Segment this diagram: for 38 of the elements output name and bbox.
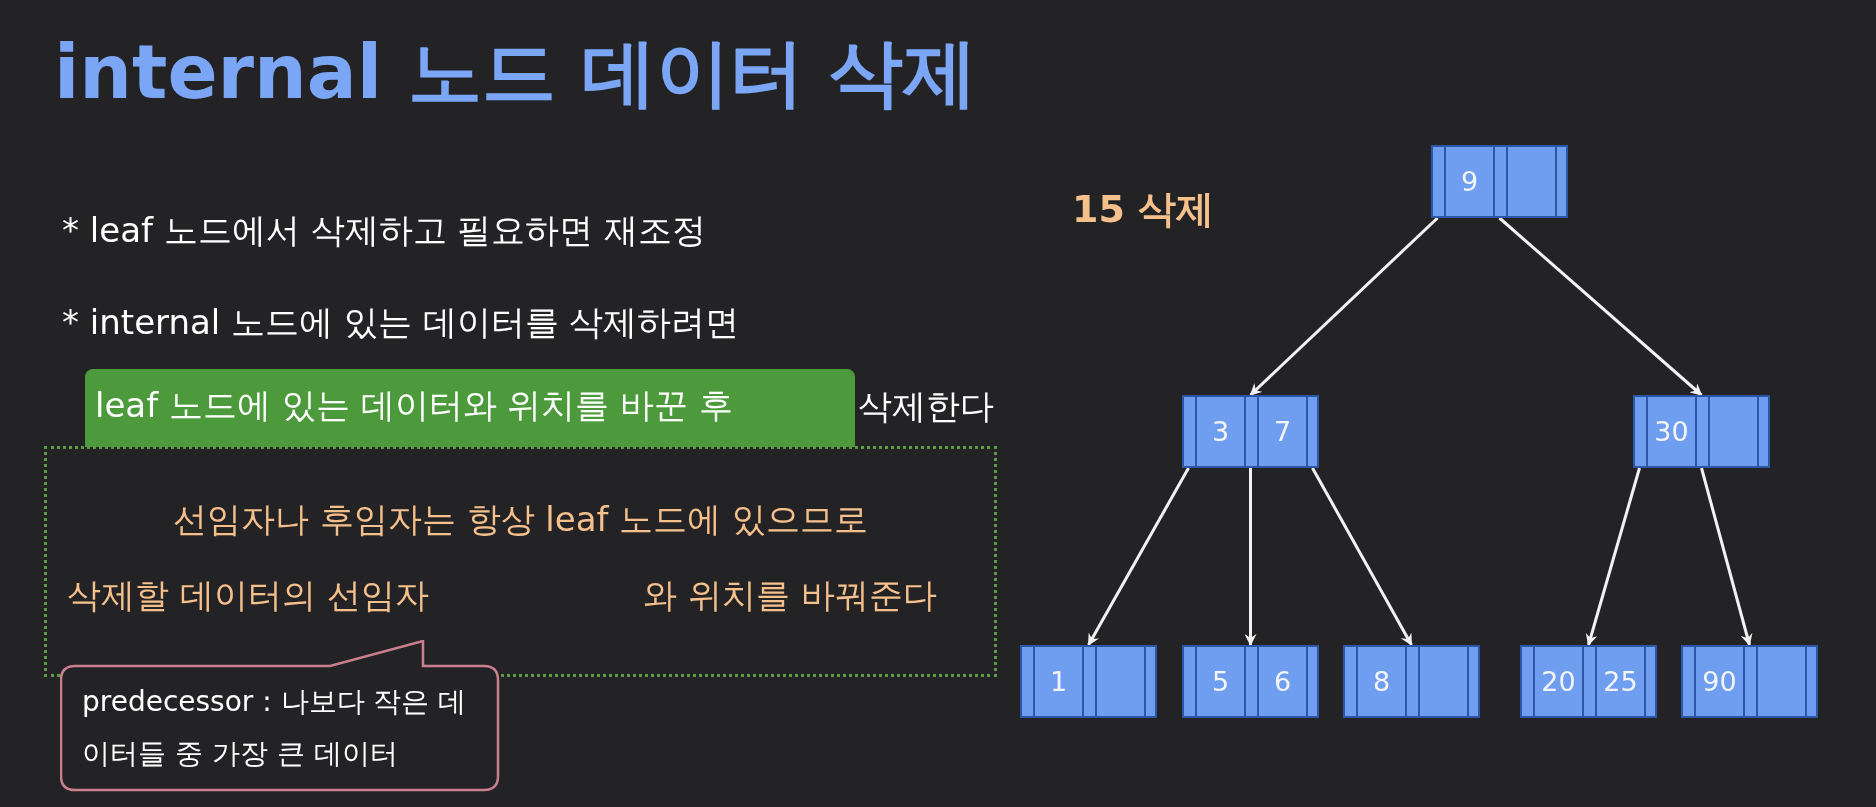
heading-note: 15 삭제 <box>1072 186 1215 233</box>
node-key: 3 <box>1211 418 1230 445</box>
highlight-text: leaf 노드에 있는 데이터와 위치를 바꾼 후 <box>95 384 733 427</box>
btree-node <box>1431 145 1568 218</box>
node-key: 90 <box>1702 668 1737 695</box>
title: internal 노드 데이터 삭제 <box>54 28 978 117</box>
arrow <box>1244 468 1257 646</box>
node-key: 7 <box>1273 418 1292 445</box>
btree-node <box>1633 395 1770 468</box>
node-key: 8 <box>1372 668 1391 695</box>
arrow <box>1700 467 1753 646</box>
highlight-box <box>85 369 855 447</box>
arrow <box>1087 467 1190 646</box>
bullet-text: 삭제한다 <box>858 385 994 428</box>
arrow <box>1249 216 1439 397</box>
node-key: 6 <box>1273 668 1292 695</box>
node-key: 25 <box>1603 668 1638 695</box>
btree-node <box>1182 645 1319 718</box>
btree-node <box>1681 645 1818 718</box>
btree-node <box>1182 395 1319 468</box>
arrow <box>1311 467 1413 646</box>
btree-node <box>1343 645 1480 718</box>
node-key: 5 <box>1211 668 1230 695</box>
note-text: 와 위치를 바꿔준다 <box>643 574 937 617</box>
note-text: 삭제할 데이터의 선임자 <box>67 574 429 617</box>
node-key: 20 <box>1541 668 1576 695</box>
note-text: 선임자나 후임자는 항상 leaf 노드에 있으므로 <box>171 498 870 541</box>
bullet-text: * internal 노드에 있는 데이터를 삭제하려면 <box>62 301 740 344</box>
node-key: 30 <box>1654 418 1689 445</box>
callout-text: predecessor : 나보다 작은 데이터들 중 가장 큰 데이터 <box>82 684 468 772</box>
bullet-text: * leaf 노드에서 삭제하고 필요하면 재조정 <box>62 209 707 252</box>
btree-node <box>1020 645 1157 718</box>
speech-bubble <box>60 640 500 792</box>
node-key: 9 <box>1460 168 1479 195</box>
node-key: 1 <box>1049 668 1068 695</box>
arrow <box>1498 216 1703 397</box>
arrow <box>1585 467 1641 646</box>
btree-node <box>1520 645 1657 718</box>
